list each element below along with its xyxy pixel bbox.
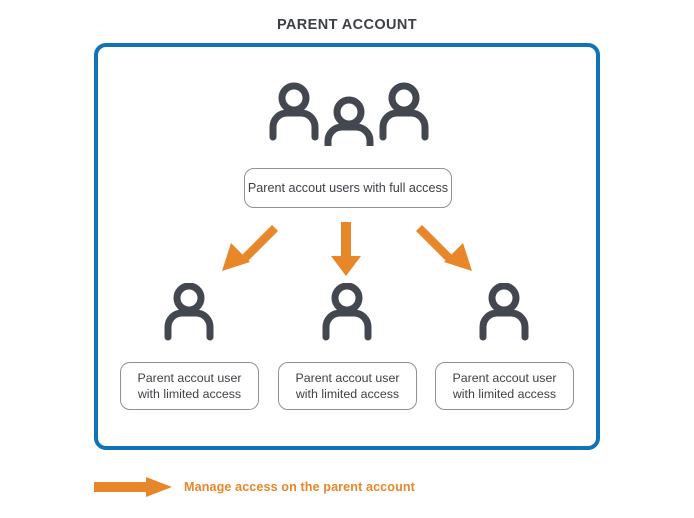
full-access-label-box: Parent accout users with full access bbox=[244, 168, 452, 208]
limited-access-label-line1-1: Parent accout user bbox=[137, 371, 242, 385]
legend: Manage access on the parent account bbox=[94, 476, 415, 498]
legend-label: Manage access on the parent account bbox=[184, 480, 415, 494]
person-icon-3 bbox=[474, 282, 534, 341]
limited-access-label-line2-2: with limited access bbox=[295, 387, 400, 401]
limited-access-label-line1-3: Parent accout user bbox=[452, 371, 557, 385]
limited-access-label-box-3: Parent accout user with limited access bbox=[435, 362, 574, 410]
people-group-icon bbox=[268, 82, 430, 155]
person-icon-1 bbox=[159, 282, 219, 341]
legend-arrow-right-icon bbox=[94, 477, 172, 497]
person-icon-2 bbox=[317, 282, 377, 341]
limited-access-label-line2-1: with limited access bbox=[137, 387, 242, 401]
limited-access-label-line2-3: with limited access bbox=[452, 387, 557, 401]
limited-access-label-box-2: Parent accout user with limited access bbox=[278, 362, 417, 410]
limited-access-label-box-1: Parent accout user with limited access bbox=[120, 362, 259, 410]
full-access-label-text: Parent accout users with full access bbox=[247, 181, 449, 195]
limited-access-label-line1-2: Parent accout user bbox=[295, 371, 400, 385]
page-title: PARENT ACCOUNT bbox=[276, 17, 418, 33]
